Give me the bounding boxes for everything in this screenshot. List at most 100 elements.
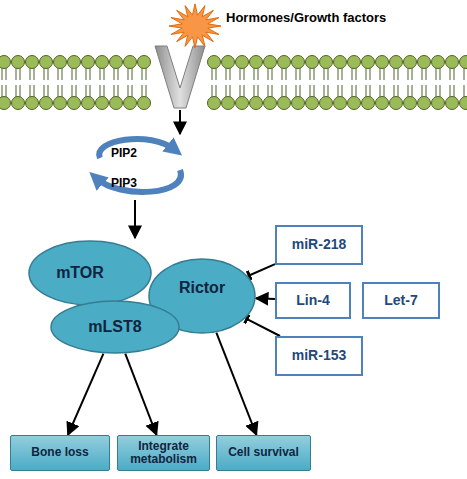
lipid-tail (114, 68, 118, 97)
lipid-tail (436, 68, 440, 97)
lipid-head (432, 56, 445, 69)
cycle-arrow (96, 170, 181, 192)
lipid-head (40, 56, 53, 69)
lipid-tail (72, 68, 76, 97)
lipid-tail (296, 68, 300, 97)
lipid-head (292, 97, 305, 110)
lipid-head (236, 56, 249, 69)
lipid-head (306, 56, 319, 69)
lipid-tail (128, 68, 132, 97)
lipid-tail (212, 68, 216, 97)
lipid-tail (352, 68, 356, 97)
lipid-head (376, 56, 389, 69)
lipid-head (208, 97, 221, 110)
lipid-head (68, 56, 81, 69)
lipid-head (432, 97, 445, 110)
lipid-head (460, 97, 467, 110)
lipid-head (54, 97, 67, 110)
lipid-head (222, 97, 235, 110)
hormone-starburst (169, 4, 221, 48)
lipid-head (250, 97, 263, 110)
arrow-connector (216, 333, 256, 435)
outcome-box: Bone loss (10, 435, 110, 471)
signal-label: Hormones/Growth factors (226, 10, 386, 25)
lipid-head (0, 97, 11, 110)
lipid-tail (2, 68, 6, 97)
node-text: Bone loss (28, 446, 91, 459)
outcome-box: Cell survival (216, 435, 311, 471)
cycle-arrow (99, 139, 175, 158)
lipid-head (26, 56, 39, 69)
regulator-box: Let-7 (362, 282, 440, 319)
lipid-head (334, 56, 347, 69)
lipid-tail (240, 68, 244, 97)
lipid-head (348, 97, 361, 110)
complex-subunit: mTOR (28, 240, 152, 306)
inhibition-connector (248, 264, 275, 276)
lipid-tail (422, 68, 426, 97)
lipid-bilayer (0, 56, 467, 110)
lipid-head (404, 97, 417, 110)
lipid-head (222, 56, 235, 69)
lipid-head (264, 97, 277, 110)
complex-subunit: mLST8 (50, 300, 180, 354)
node-text: Lin-4 (296, 293, 329, 308)
lipid-tail (338, 68, 342, 97)
lipid-tail (380, 68, 384, 97)
lipid-head (0, 56, 11, 69)
lipid-head (54, 56, 67, 69)
lipid-tail (310, 68, 314, 97)
lipid-head (362, 56, 375, 69)
lipid-head (40, 97, 53, 110)
lipid-tail (324, 68, 328, 97)
lipid-head (418, 56, 431, 69)
lipid-head (82, 56, 95, 69)
lipid-head (26, 97, 39, 110)
lipid-head (460, 56, 467, 69)
node-text: miR-153 (292, 348, 346, 363)
lipid-head (138, 56, 151, 69)
lipid-head (12, 56, 25, 69)
lipid-head (250, 56, 263, 69)
lipid-tail (408, 68, 412, 97)
lipid-head (446, 56, 459, 69)
lipid-head (96, 56, 109, 69)
lipid-tail (226, 68, 230, 97)
lipid-head (390, 97, 403, 110)
arrow-connector (68, 354, 104, 435)
lipid-tail (86, 68, 90, 97)
node-text: Rictor (179, 279, 225, 297)
lipid-head (264, 56, 277, 69)
lipid-head (278, 97, 291, 110)
lipid-tail (254, 68, 258, 97)
lipid-head (82, 97, 95, 110)
lipid-head (390, 56, 403, 69)
node-text: mTOR (56, 264, 104, 282)
lipid-tail (30, 68, 34, 97)
lipid-head (96, 97, 109, 110)
lipid-head (110, 56, 123, 69)
signal-arrow (134, 200, 136, 238)
lipid-head (124, 97, 137, 110)
lipid-head (376, 97, 389, 110)
node-text: mLST8 (88, 318, 141, 336)
lipid-head (320, 56, 333, 69)
receptor-symbol (155, 46, 205, 108)
lipid-head (348, 56, 361, 69)
lipid-head (418, 97, 431, 110)
lipid-tail (268, 68, 272, 97)
node-text: Let-7 (384, 293, 417, 308)
lipid-head (446, 97, 459, 110)
lipid-head (278, 56, 291, 69)
molecule-label: PIP3 (111, 176, 137, 190)
lipid-tail (394, 68, 398, 97)
lipid-tail (142, 68, 146, 97)
node-text: Cell survival (225, 446, 302, 459)
lipid-tail (44, 68, 48, 97)
node-text: miR-218 (292, 237, 346, 252)
inhibition-connector (246, 318, 280, 336)
lipid-head (404, 56, 417, 69)
lipid-tail (464, 68, 467, 97)
lipid-head (334, 97, 347, 110)
